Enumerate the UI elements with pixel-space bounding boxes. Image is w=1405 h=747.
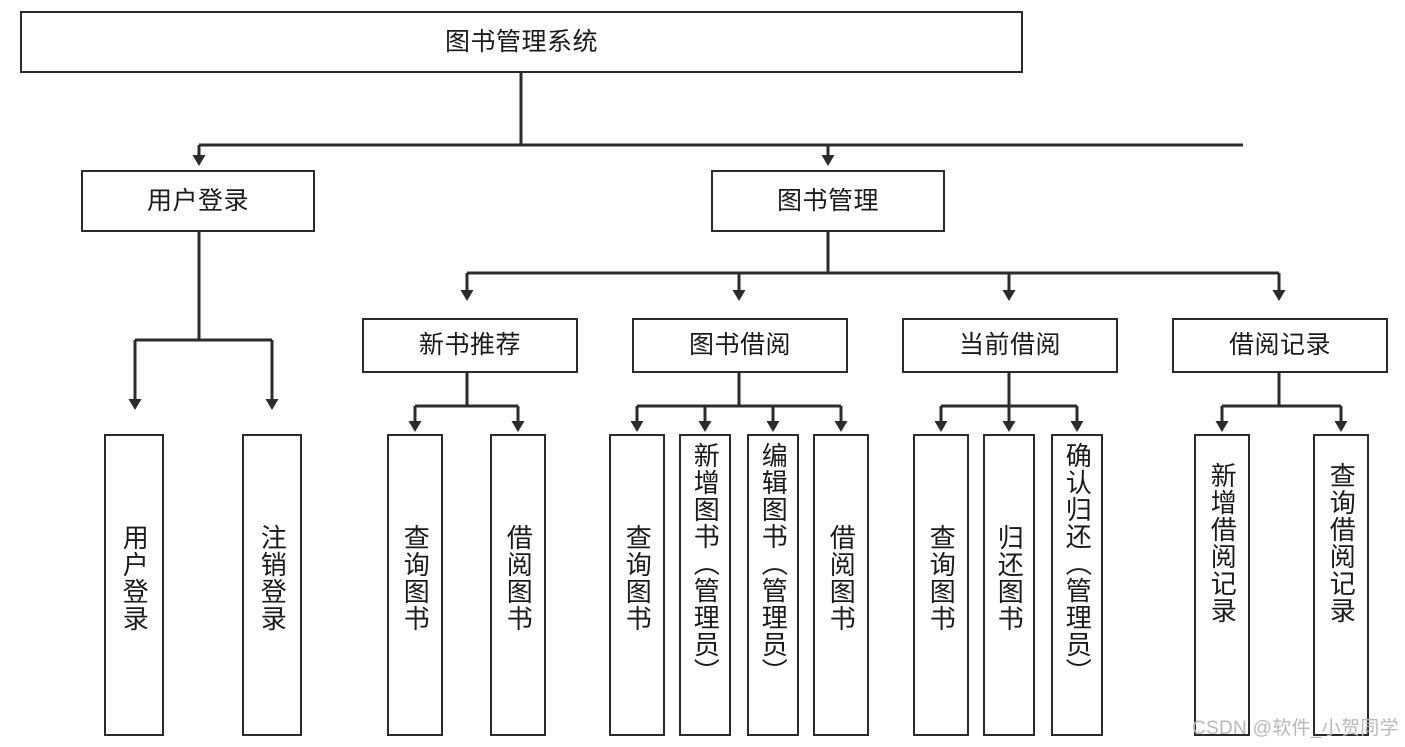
leaf-query-book-borrow[interactable]: 查询图书 [609,434,665,736]
node-label: 借阅图书 [503,524,534,632]
leaf-query-borrow-record[interactable]: 查询借阅记录 [1313,434,1369,736]
node-label: 查询图书 [926,524,957,632]
node-label: 图书借阅 [688,331,791,360]
node-root-system[interactable]: 图书管理系统 [20,11,1023,73]
node-label: 新增图书（管理员） [690,442,721,685]
node-current-borrow[interactable]: 当前借阅 [902,318,1118,373]
node-label: 查询借阅记录 [1326,462,1357,624]
leaf-edit-book-admin[interactable]: 编辑图书（管理员） [747,434,799,736]
node-label: 查询图书 [622,524,653,632]
node-label: 图书管理系统 [444,27,598,56]
node-label: 确认归还（管理员） [1062,442,1093,685]
node-label: 新增借阅记录 [1207,462,1238,624]
node-label: 用户登录 [119,524,150,632]
node-book-management[interactable]: 图书管理 [711,170,945,232]
node-label: 用户登录 [146,186,249,215]
node-new-book-recommend[interactable]: 新书推荐 [362,318,578,373]
node-label: 编辑图书（管理员） [758,442,789,685]
node-user-login[interactable]: 用户登录 [81,170,315,232]
node-label: 查询图书 [400,524,431,632]
csdn-watermark: CSDN @软件_小贺同学 [1192,718,1399,739]
node-book-borrow[interactable]: 图书借阅 [632,318,848,373]
leaf-borrow-book-recommend[interactable]: 借阅图书 [490,434,546,736]
node-label: 借阅图书 [826,524,857,632]
leaf-query-book-recommend[interactable]: 查询图书 [387,434,443,736]
node-label: 当前借阅 [958,331,1061,360]
leaf-logout[interactable]: 注销登录 [242,434,302,736]
node-borrow-record[interactable]: 借阅记录 [1172,318,1388,373]
node-label: 归还图书 [994,524,1025,632]
leaf-user-login[interactable]: 用户登录 [104,434,164,736]
leaf-add-borrow-record[interactable]: 新增借阅记录 [1194,434,1250,736]
node-label: 新书推荐 [418,331,521,360]
node-label: 借阅记录 [1228,331,1331,360]
node-label: 注销登录 [257,524,288,632]
leaf-query-book-current[interactable]: 查询图书 [913,434,969,736]
node-label: 图书管理 [776,186,879,215]
leaf-confirm-return-admin[interactable]: 确认归还（管理员） [1051,434,1103,736]
leaf-return-book[interactable]: 归还图书 [983,434,1035,736]
leaf-add-book-admin[interactable]: 新增图书（管理员） [679,434,731,736]
leaf-borrow-book[interactable]: 借阅图书 [813,434,869,736]
